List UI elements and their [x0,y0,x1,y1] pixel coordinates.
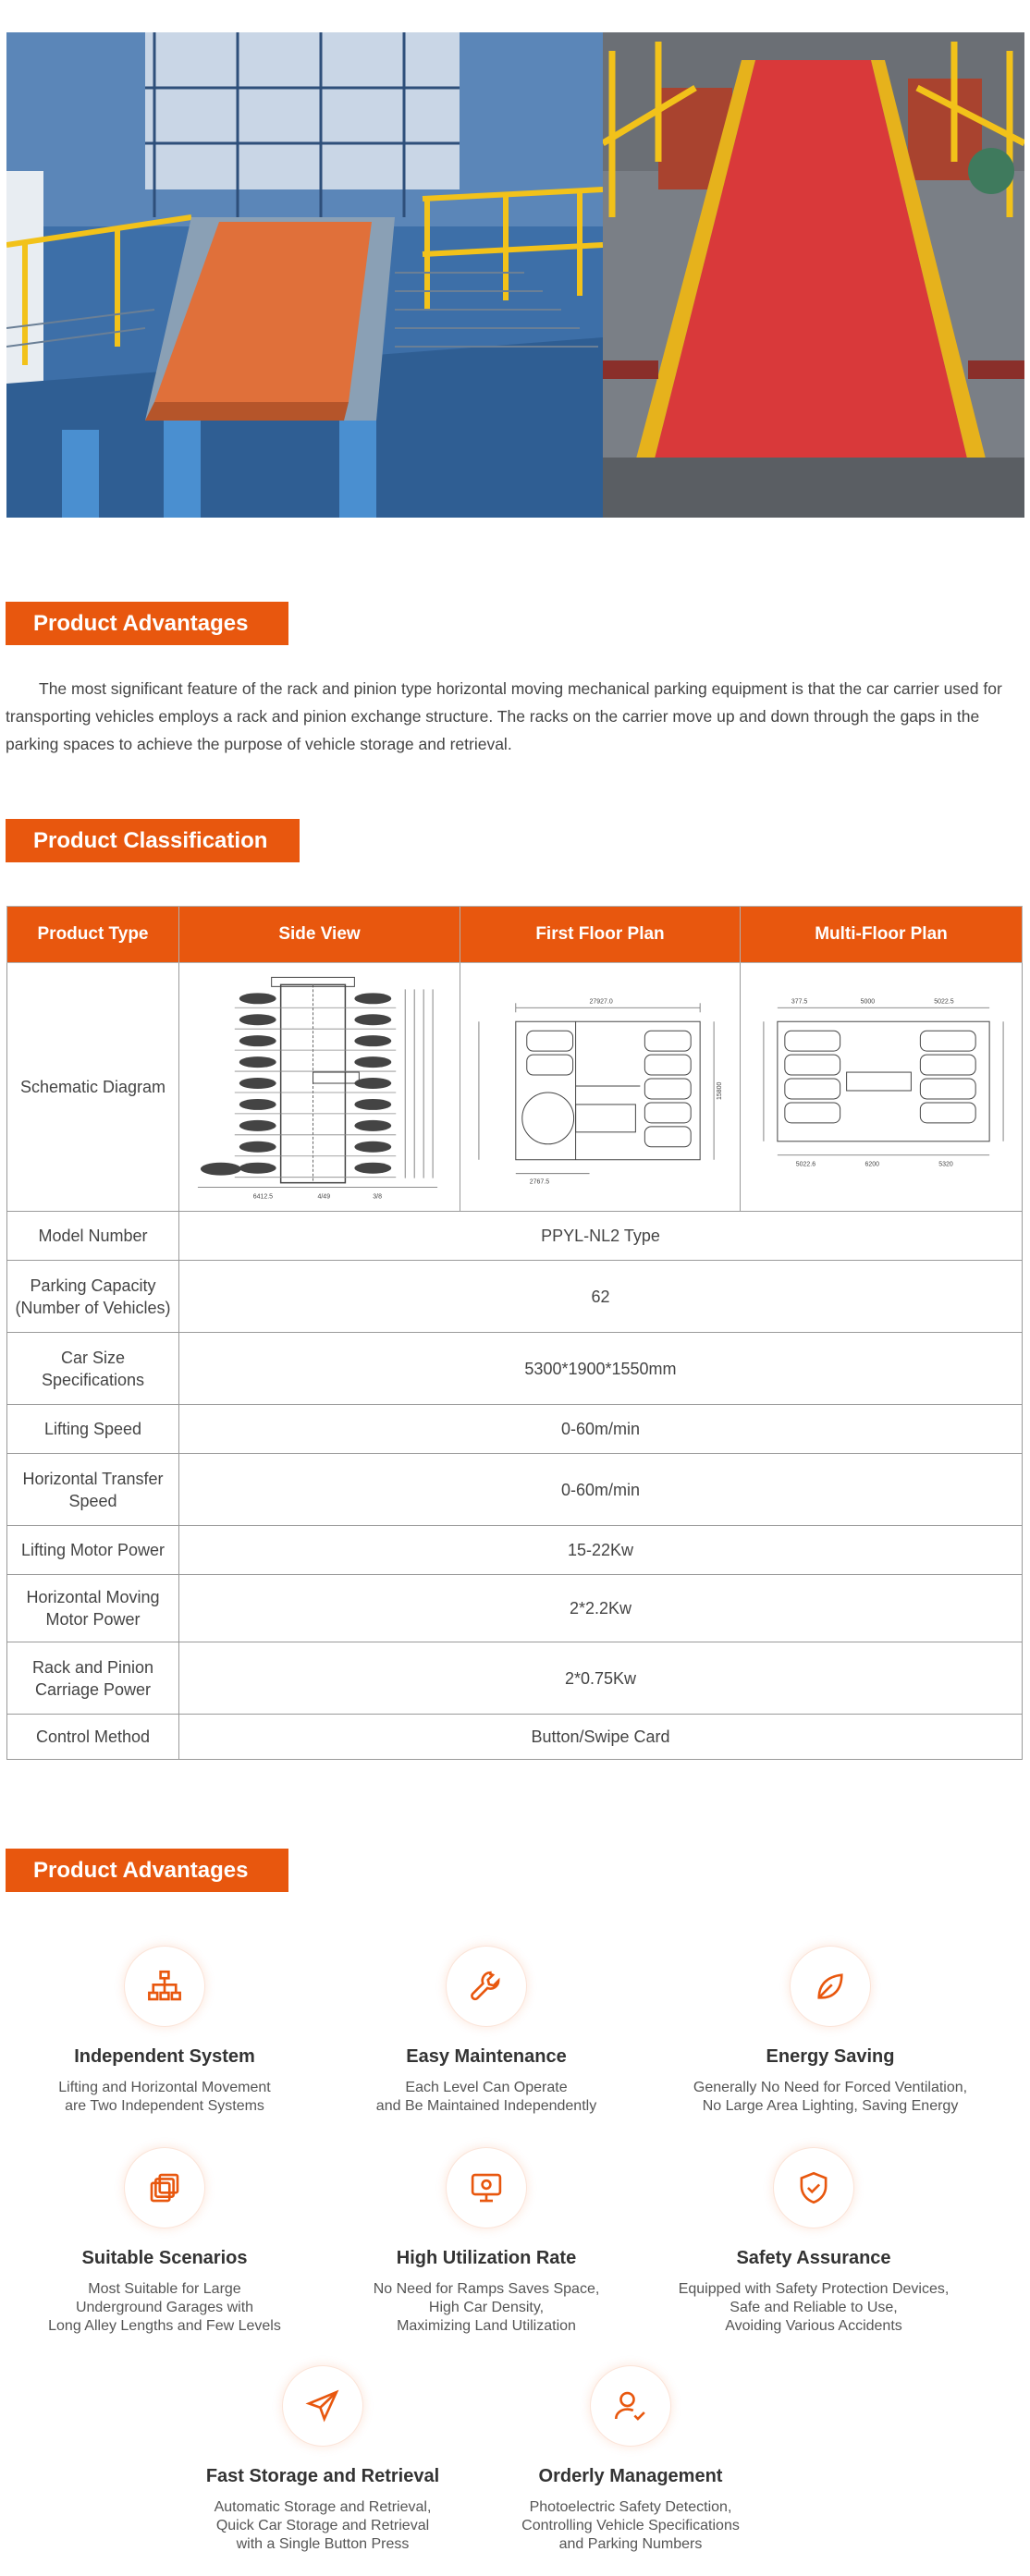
advantage-desc: Generally No Need for Forced Ventilation… [693,2080,968,2114]
section-header-advantages-2: Product Advantages [6,1849,288,1892]
advantage-orderly-management: Orderly Management Photoelectric Safety … [473,2366,788,2554]
advantage-title: Suitable Scenarios [81,2248,248,2268]
header-first-floor-plan: First Floor Plan [460,906,741,963]
header-product-type: Product Type [6,906,179,963]
advantage-desc: No Need for Ramps Saves Space, High Car … [373,2281,600,2334]
advantage-independent-system: Independent System Lifting and Horizonta… [7,1947,322,2116]
dim-label: 27927.0 [590,998,613,1005]
hierarchy-icon [125,1947,204,2026]
intro-paragraph: The most significant feature of the rack… [6,679,1002,753]
row-value: 2*0.75Kw [178,1642,1023,1715]
advantage-desc: Automatic Storage and Retrieval, Quick C… [214,2499,432,2552]
section-title: Product Advantages [33,1857,249,1883]
dim-label: 5022.5 [934,998,953,1005]
row-value: 2*2.2Kw [178,1574,1023,1642]
spec-table: Product Type Side View First Floor Plan … [6,906,1023,1760]
advantage-title: Easy Maintenance [406,2046,567,2067]
header-side-view: Side View [178,906,460,963]
advantage-fast-storage-retrieval: Fast Storage and Retrieval Automatic Sto… [166,2366,480,2554]
photo-orange-carrier [6,32,603,518]
row-label: Rack and Pinion Carriage Power [6,1642,179,1715]
advantage-suitable-scenarios: Suitable Scenarios Most Suitable for Lar… [7,2148,322,2336]
monitor-icon [447,2148,526,2228]
section-header-advantages: Product Advantages [6,602,288,645]
row-label: Lifting Speed [6,1404,179,1454]
advantage-title: High Utilization Rate [396,2248,577,2268]
row-label: Parking Capacity (Number of Vehicles) [6,1260,179,1333]
section-title: Product Advantages [33,610,249,636]
advantage-desc: Most Suitable for Large Underground Gara… [48,2281,281,2334]
dim-label: 3/8 [373,1194,382,1201]
wrench-icon [447,1947,526,2026]
row-value: 62 [178,1260,1023,1333]
advantage-high-utilization-rate: High Utilization Rate No Need for Ramps … [329,2148,644,2336]
row-label: Horizontal Transfer Speed [6,1453,179,1526]
row-value: 5300*1900*1550mm [178,1332,1023,1405]
dim-label: 6200 [865,1162,880,1168]
row-label: Lifting Motor Power [6,1525,179,1575]
row-value: PPYL-NL2 Type [178,1211,1023,1261]
advantage-easy-maintenance: Easy Maintenance Each Level Can Operate … [329,1947,644,2116]
paper-plane-icon [283,2366,362,2446]
row-value: 0-60m/min [178,1453,1023,1526]
row-value: Button/Swipe Card [178,1714,1023,1760]
advantage-energy-saving: Energy Saving Generally No Need for Forc… [673,1947,987,2116]
row-value: 15-22Kw [178,1525,1023,1575]
row-value: 0-60m/min [178,1404,1023,1454]
advantage-desc: Lifting and Horizontal Movement are Two … [58,2080,271,2114]
multi-floor-plan-diagram: 377.5 5000 5022.5 5022.6 6200 5320 [740,962,1023,1212]
table-header-row: Product Type Side View First Floor Plan … [6,906,1023,963]
dim-label: 5320 [938,1162,953,1168]
dim-label: 2767.5 [530,1179,549,1186]
section-title: Product Classification [33,827,268,853]
row-label: Model Number [6,1211,179,1261]
advantage-desc: Photoelectric Safety Detection, Controll… [521,2499,740,2552]
advantage-title: Safety Assurance [736,2248,891,2268]
row-label: Schematic Diagram [6,962,179,1212]
advantage-title: Independent System [74,2046,255,2067]
dim-label: 15800 [717,1081,723,1100]
leaf-icon [791,1947,870,2026]
advantage-title: Fast Storage and Retrieval [205,2466,440,2486]
header-multi-floor-plan: Multi-Floor Plan [740,906,1023,963]
advantage-desc: Equipped with Safety Protection Devices,… [678,2281,950,2334]
table-row-diagram: Schematic Diagram [6,962,1023,1212]
advantage-title: Orderly Management [538,2466,723,2486]
dim-label: 377.5 [791,998,808,1005]
dim-label: 5000 [861,998,876,1005]
dim-label: 6412.5 [253,1194,273,1201]
advantage-safety-assurance: Safety Assurance Equipped with Safety Pr… [656,2148,971,2336]
layers-icon [125,2148,204,2228]
photo-red-carrier [603,32,1024,518]
dim-label: 4/49 [318,1194,331,1201]
row-label: Control Method [6,1714,179,1760]
shield-check-icon [774,2148,853,2228]
user-check-icon [591,2366,670,2446]
row-label: Horizontal Moving Motor Power [6,1574,179,1642]
table-row: Parking Capacity (Number of Vehicles)62 [6,1260,1023,1333]
dim-label: 5022.6 [796,1162,815,1168]
side-view-diagram: 6412.5 4/49 3/8 [178,962,460,1212]
advantage-title: Energy Saving [766,2046,895,2067]
row-label: Car Size Specifications [6,1332,179,1405]
advantage-desc: Each Level Can Operate and Be Maintained… [375,2080,597,2114]
first-floor-plan-diagram: 27927.0 2767.5 15800 [460,962,741,1212]
section-header-classification: Product Classification [6,819,300,862]
